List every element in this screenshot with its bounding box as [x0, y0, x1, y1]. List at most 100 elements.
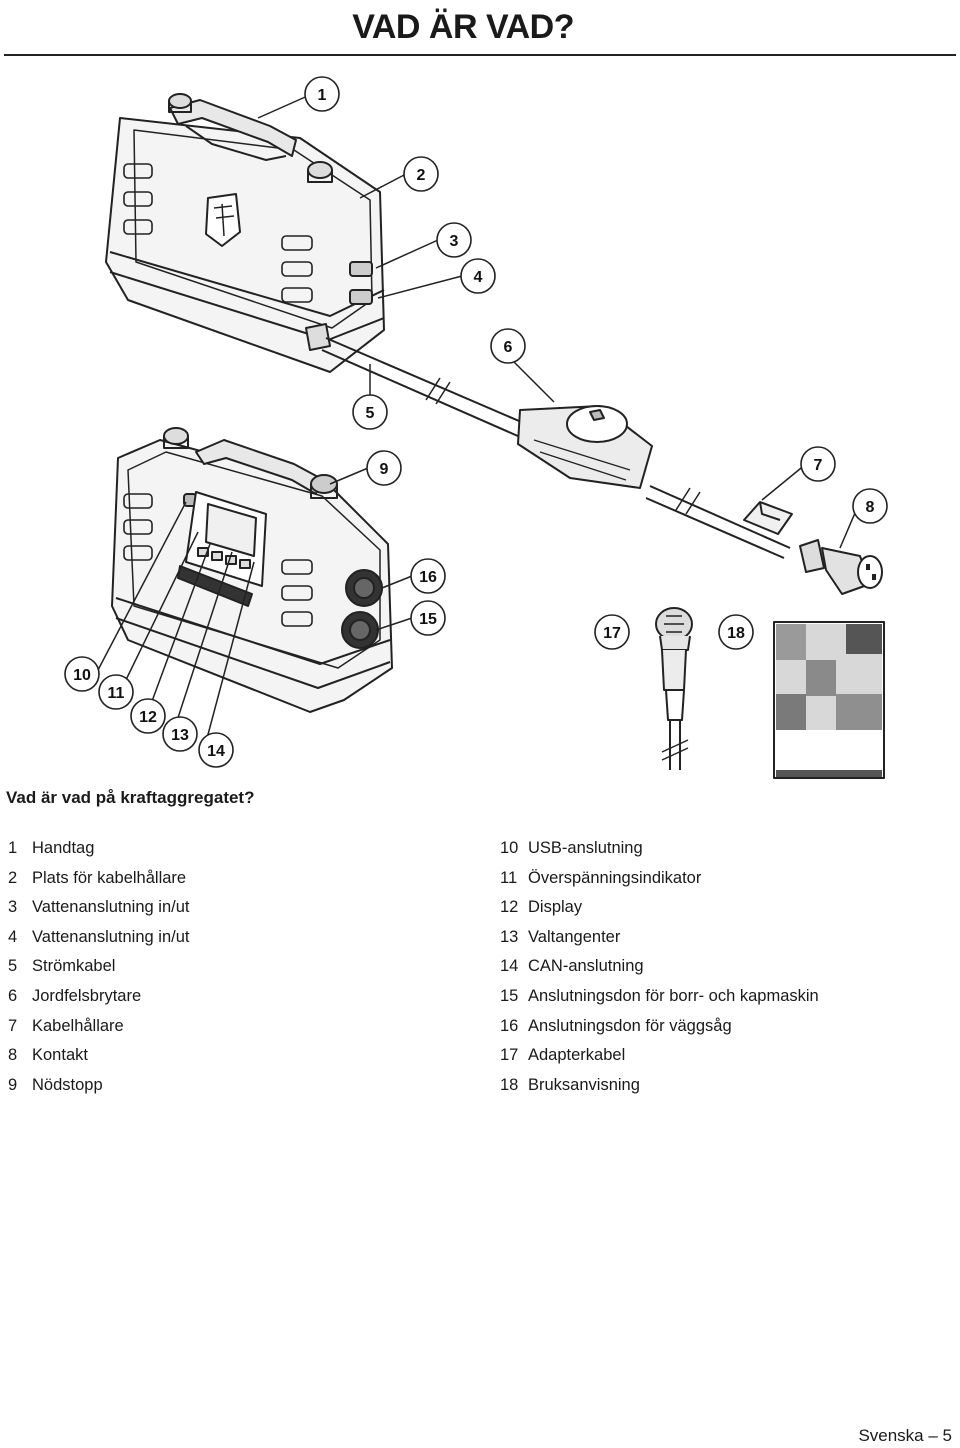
callout-15: 15: [410, 600, 446, 636]
legend-label: Anslutningsdon för väggsåg: [528, 1016, 732, 1035]
title-rule: [4, 54, 956, 56]
legend-number: 4: [8, 927, 18, 946]
legend-item: 4 Vattenanslutning in/ut: [8, 923, 189, 953]
legend-right: 10 USB-anslutning 11 Överspänningsindikato…: [500, 834, 819, 1100]
cable-holder-icon: [743, 501, 793, 535]
legend-item: 18 Bruksanvisning: [500, 1071, 819, 1101]
legend-label: Handtag: [32, 839, 95, 857]
callout-14: 14: [198, 732, 234, 768]
legend-number: 12: [500, 898, 519, 917]
legend-item: 11 Överspänningsindikator: [500, 864, 819, 894]
rcd-icon: [517, 405, 653, 489]
callout-2: 2: [403, 156, 439, 192]
callout-7: 7: [800, 446, 836, 482]
husqvarna-logo-front-icon: [177, 565, 253, 607]
legend-number: 8: [8, 1046, 18, 1065]
emergency-stop-rear-icon: [307, 161, 333, 183]
callout-10: 10: [64, 656, 100, 692]
legend-label: Kontakt: [32, 1046, 88, 1065]
power-unit-front: [111, 427, 393, 713]
top-knob-front-icon: [163, 427, 189, 449]
callout-9: 9: [366, 450, 402, 486]
svg-text:11: 11: [108, 685, 125, 702]
plug-icon: [799, 539, 883, 595]
husqvarna-logo-rear-icon: [205, 193, 241, 247]
operator-manual-icon: [773, 621, 885, 779]
callout-3: 3: [436, 222, 472, 258]
legend-label: Jordfelsbrytare: [32, 986, 142, 1005]
display-panel-icon: [185, 491, 267, 587]
legend-label: Strömkabel: [32, 957, 116, 976]
svg-text:17: 17: [603, 625, 621, 642]
legend-number: 1: [8, 839, 18, 857]
legend-label: Nödstopp: [32, 1075, 103, 1094]
legend-item: 9 Nödstopp: [8, 1071, 189, 1101]
legend-number: 13: [500, 927, 519, 946]
legend-number: 17: [500, 1046, 519, 1065]
callout-11: 11: [98, 674, 134, 710]
svg-text:5: 5: [366, 405, 375, 422]
svg-text:9: 9: [380, 461, 389, 478]
emergency-stop-icon: [310, 474, 338, 499]
legend-number: 14: [500, 957, 519, 976]
svg-text:3: 3: [450, 233, 459, 250]
svg-text:12: 12: [139, 709, 157, 726]
wall-saw-connector-icon: [345, 569, 383, 607]
legend-label: Vattenanslutning in/ut: [32, 898, 190, 917]
legend-number: 2: [8, 868, 18, 887]
legend-number: 6: [8, 986, 18, 1005]
legend-label: Plats för kabelhållare: [32, 868, 187, 887]
legend-label: Vattenanslutning in/ut: [32, 927, 190, 946]
legend-item: 16 Anslutningsdon för väggsåg: [500, 1012, 819, 1042]
svg-text:8: 8: [866, 499, 875, 516]
legend-item: 2 Plats för kabelhållare: [8, 864, 189, 894]
power-cable: [321, 337, 791, 559]
legend-number: 5: [8, 957, 18, 976]
callout-8: 8: [852, 488, 888, 524]
legend-item: 10 USB-anslutning: [500, 834, 819, 864]
svg-text:10: 10: [73, 667, 91, 684]
svg-text:16: 16: [419, 569, 437, 586]
legend-item: 17 Adapterkabel: [500, 1041, 819, 1071]
legend-label: CAN-anslutning: [528, 957, 644, 976]
product-illustration: 1 2 3 4 5 6 7 8: [64, 76, 888, 779]
legend-label: Adapterkabel: [528, 1046, 626, 1065]
legend-number: 9: [8, 1075, 18, 1094]
callout-16: 16: [410, 558, 446, 594]
svg-text:15: 15: [419, 611, 437, 628]
callout-4: 4: [460, 258, 496, 294]
callout-18: 18: [718, 614, 754, 650]
svg-text:1: 1: [318, 87, 327, 104]
callout-1: 1: [304, 76, 340, 112]
legend-number: 11: [500, 868, 518, 887]
legend-number: 3: [8, 898, 18, 917]
legend-item: 6 Jordfelsbrytare: [8, 982, 189, 1012]
page-title: VAD ÄR VAD?: [352, 8, 574, 46]
legend-item: 14 CAN-anslutning: [500, 952, 819, 982]
svg-text:6: 6: [504, 339, 513, 356]
callout-12: 12: [130, 698, 166, 734]
water-connector-icon: [349, 261, 373, 305]
svg-text:14: 14: [207, 743, 225, 760]
adapter-cable-icon: [655, 607, 693, 770]
callout-5: 5: [352, 394, 388, 430]
svg-text:13: 13: [171, 727, 189, 744]
legend-number: 16: [500, 1016, 519, 1035]
legend-item: 13 Valtangenter: [500, 923, 819, 953]
legend-label: USB-anslutning: [528, 839, 643, 857]
legend-number: 15: [500, 986, 519, 1005]
drill-connector-icon: [341, 611, 379, 649]
legend-label: Överspänningsindikator: [528, 868, 702, 887]
legend-label: Bruksanvisning: [528, 1075, 640, 1094]
legend-item: 5 Strömkabel: [8, 952, 189, 982]
power-unit-rear: [105, 93, 385, 373]
legend-number: 18: [500, 1075, 519, 1094]
legend-number: 10: [500, 839, 519, 857]
top-knob-icon: [168, 93, 192, 113]
legend-label: Valtangenter: [528, 927, 621, 946]
svg-text:4: 4: [474, 269, 483, 286]
legend-number: 7: [8, 1016, 18, 1035]
